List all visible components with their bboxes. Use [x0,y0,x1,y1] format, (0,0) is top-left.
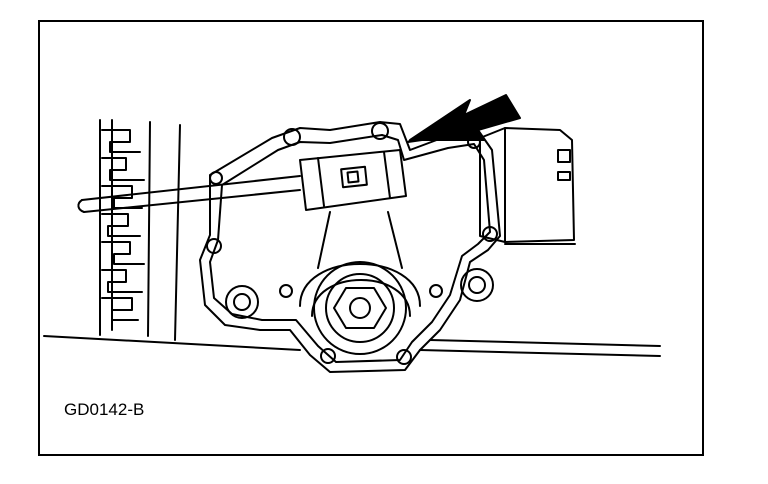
manual-lever [299,211,421,355]
mounting-holes [206,122,498,365]
alignment-tool [77,149,407,213]
sensor-housing [199,121,501,373]
bosses [225,268,494,319]
case-edge-lines [43,243,661,357]
callout-arrows [407,94,521,143]
figure-id-label: GD0142-B [64,400,145,419]
electrical-connector [467,127,575,243]
ribbed-casting [99,119,181,341]
